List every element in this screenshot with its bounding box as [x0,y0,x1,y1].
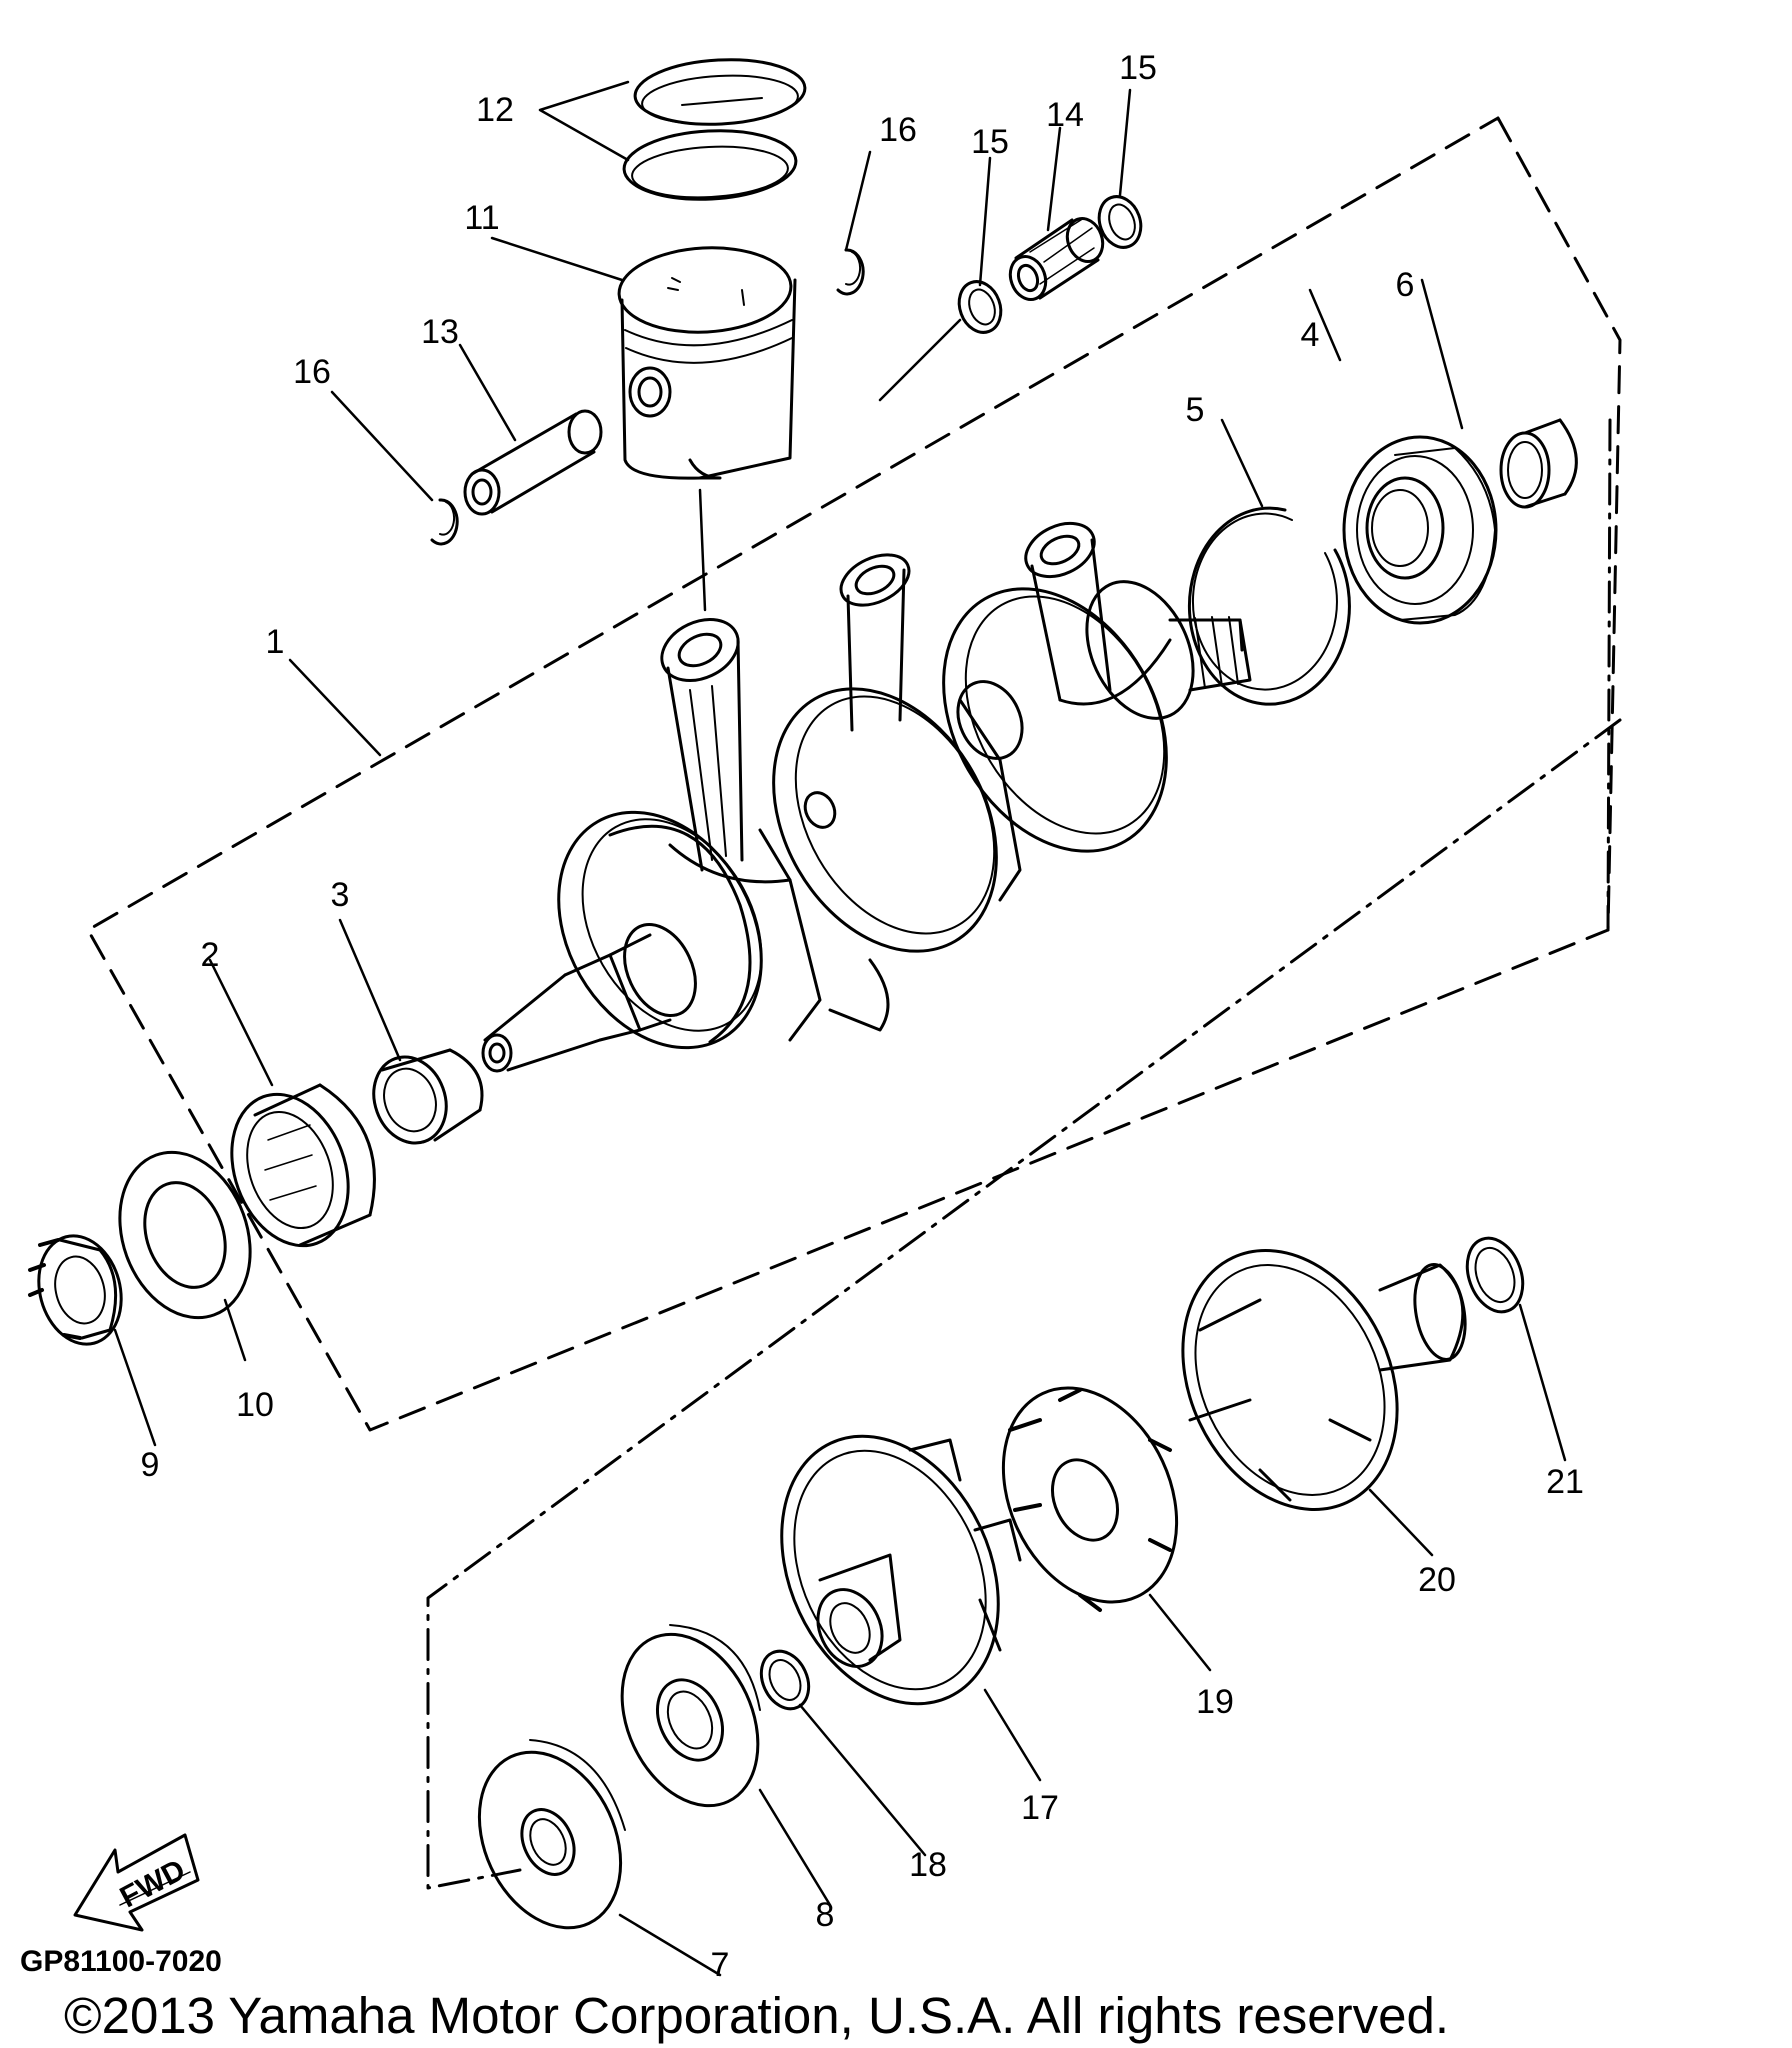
snap-ring-5 [1187,506,1351,706]
washer-15-right [1097,195,1143,249]
needle-bearing [1008,217,1105,301]
part-label-15-left: 15 [971,123,1009,161]
fwd-arrow-icon [73,1833,200,1932]
piston [617,246,797,480]
coupling-20 [1181,1249,1467,1511]
copyright-notice: ©2013 Yamaha Motor Corporation, U.S.A. A… [64,1987,1450,2044]
part-label-10: 10 [236,1386,274,1424]
part-label-2: 2 [200,936,220,974]
part-label-8: 8 [815,1896,835,1934]
bearing-2 [230,1083,376,1248]
leader-lines [113,80,1567,1977]
part-label-17: 17 [1021,1789,1059,1827]
part-label-5: 5 [1185,391,1205,429]
washer-15-left [957,280,1003,334]
piston-rings [622,58,807,201]
part-label-7: 7 [710,1946,730,1984]
oil-seal-8 [620,1624,761,1808]
part-label-21: 21 [1546,1463,1584,1501]
nut-9 [28,1234,123,1346]
coupling-17 [780,1434,1022,1706]
part-label-14: 14 [1046,96,1084,134]
part-label-13: 13 [421,313,459,351]
part-label-12: 12 [476,91,514,129]
washer-10 [118,1150,252,1320]
part-label-1: 1 [265,623,285,661]
damper-19 [1001,1386,1179,1612]
crankshaft [481,521,1252,1073]
diagram-code: GP81100-7020 [20,1945,222,1978]
bushing-6 [1499,418,1578,509]
part-label-6: 6 [1395,266,1415,304]
part-label-3: 3 [330,876,350,914]
part-label-4: 4 [1300,316,1320,354]
part-label-18: 18 [909,1846,947,1884]
circlip-left [430,498,459,546]
piston-pin [463,409,603,516]
part-label-15-right: 15 [1119,49,1157,87]
collar-3 [372,1048,484,1145]
circlip-right [836,248,865,296]
part-label-9: 9 [140,1446,160,1484]
assembly-outline-dashed [86,116,1622,1432]
part-label-20: 20 [1418,1561,1456,1599]
part-label-16-top: 16 [879,111,917,149]
o-ring-18 [759,1649,811,1711]
o-ring-21 [1465,1236,1525,1314]
oil-seal-7 [477,1739,626,1930]
part-label-11: 11 [464,199,500,237]
bearing-4 [1342,435,1498,625]
part-label-19: 19 [1196,1683,1234,1721]
fwd-label: FWD [115,1853,191,1914]
part-label-16-left: 16 [293,353,331,391]
coupling-outline-dashdot [426,418,1622,1890]
